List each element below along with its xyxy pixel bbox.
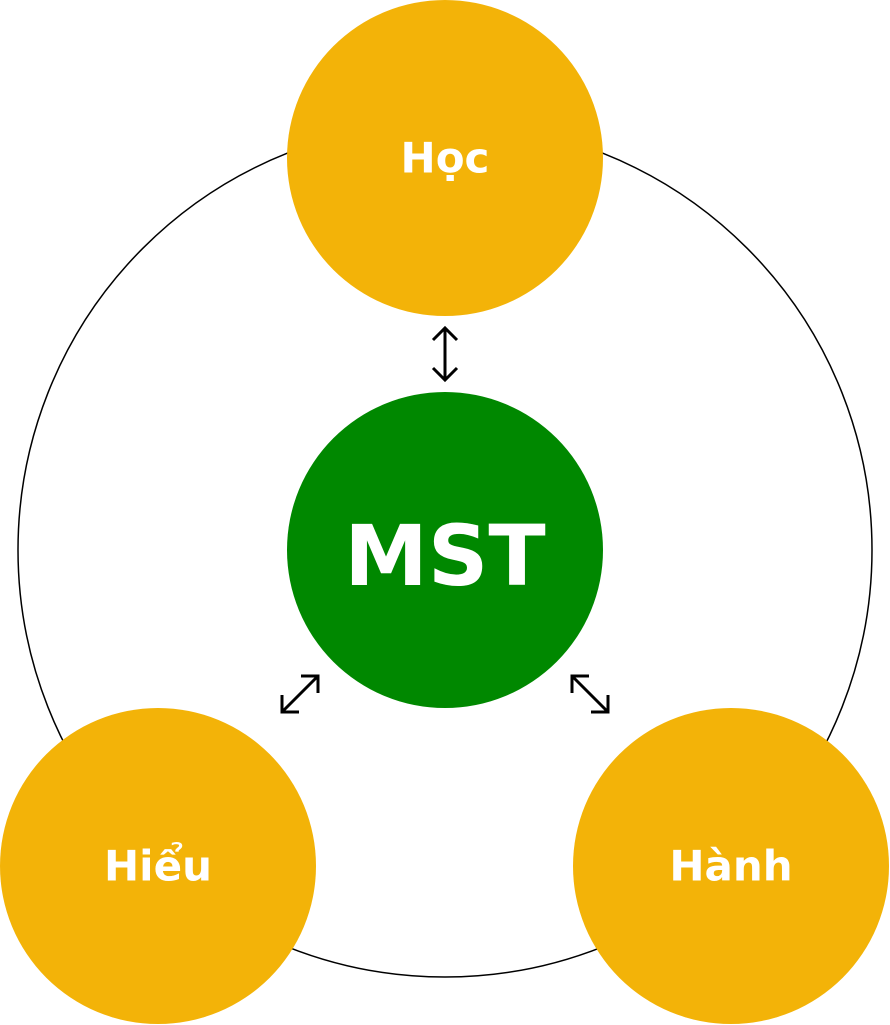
node-hanh-label: Hành: [669, 842, 792, 891]
node-hoc: Học: [287, 0, 603, 316]
arrow-center-hanh-icon: [570, 674, 610, 714]
node-hoc-circle: [287, 0, 603, 316]
node-hieu-label: Hiểu: [104, 841, 212, 891]
node-mst-label: MST: [344, 507, 545, 605]
node-hieu-circle: [0, 708, 316, 1024]
node-hanh: Hành: [573, 708, 889, 1024]
node-hieu: Hiểu: [0, 708, 316, 1024]
node-hanh-circle: [573, 708, 889, 1024]
node-hoc-label: Học: [401, 134, 490, 183]
node-mst: MST: [287, 392, 603, 708]
arrow-center-hoc-icon: [431, 325, 459, 383]
arrow-center-hieu-icon: [280, 674, 320, 714]
node-mst-circle: [287, 392, 603, 708]
